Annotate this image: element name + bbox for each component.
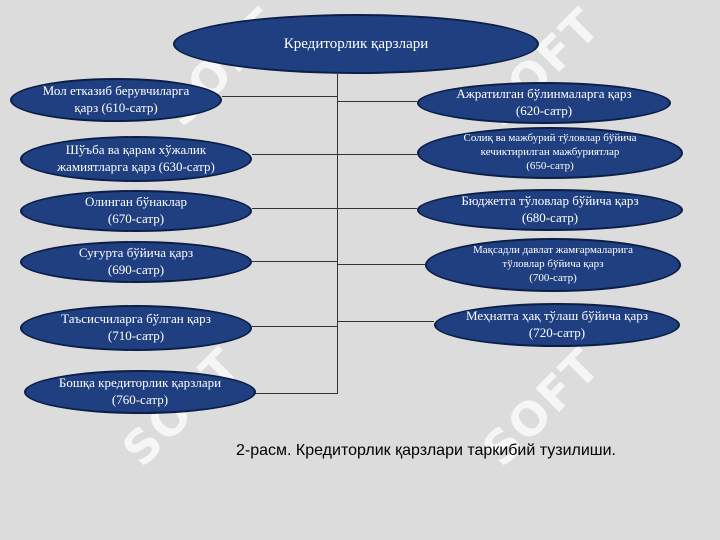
connector-left xyxy=(252,326,337,327)
left-node: Бошқа кредиторлик қарзлари (760-сатр) xyxy=(24,370,256,414)
connector-left xyxy=(252,208,337,209)
connector-left xyxy=(222,96,337,97)
connector-left xyxy=(252,393,337,394)
root-node: Кредиторлик қарзлари xyxy=(173,14,539,74)
trunk-line xyxy=(337,74,338,394)
left-node: Суғурта бўйича қарз (690-сатр) xyxy=(20,241,252,283)
right-node: Меҳнатга ҳақ тўлаш бўйича қарз (720-сатр… xyxy=(434,303,680,347)
right-node: Ажратилган бўлинмаларга қарз (620-сатр) xyxy=(417,82,671,124)
right-node: Мақсадли давлат жамғармаларига тўловлар … xyxy=(425,238,681,292)
figure-caption: 2-расм. Кредиторлик қарзлари таркибий ту… xyxy=(236,442,616,459)
left-node: Таъсисчиларга бўлган қарз (710-сатр) xyxy=(20,305,252,351)
connector-right xyxy=(337,208,417,209)
connector-left xyxy=(252,261,337,262)
connector-right xyxy=(337,101,417,102)
connector-right xyxy=(337,154,417,155)
connector-left xyxy=(252,154,337,155)
right-node: Бюджетга тўловлар бўйича қарз (680-сатр) xyxy=(417,189,683,231)
connector-right xyxy=(337,264,425,265)
left-node: Олинган бўнаклар (670-сатр) xyxy=(20,190,252,232)
right-node: Солиқ ва мажбурий тўловлар бўйича кечикт… xyxy=(417,127,683,179)
left-node: Мол етказиб берувчиларга қарз (610-сатр) xyxy=(10,78,222,122)
connector-right xyxy=(337,321,434,322)
left-node: Шўъба ва қарам хўжалик жамиятларга қарз … xyxy=(20,136,252,182)
